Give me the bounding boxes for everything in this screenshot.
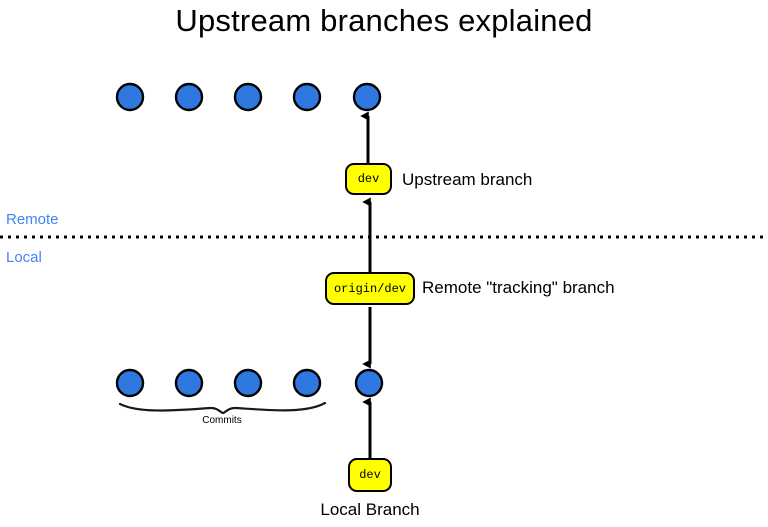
commits-brace [118, 401, 327, 415]
commit-node [233, 82, 263, 112]
tracking-branch-caption: Remote "tracking" branch [422, 278, 615, 297]
remote-commit-row [115, 82, 382, 112]
commit-node [174, 82, 204, 112]
local-branch-box[interactable]: dev [348, 458, 392, 492]
zone-label-local: Local [6, 249, 42, 266]
commit-node [115, 82, 145, 112]
upstream-branch-box[interactable]: dev [345, 163, 392, 195]
commit-node [292, 368, 322, 398]
tracking-branch-box[interactable]: origin/dev [325, 272, 415, 305]
page-title: Upstream branches explained [175, 3, 593, 38]
commit-node [292, 82, 322, 112]
commits-brace-label: Commits [202, 415, 242, 426]
upstream-branch-caption: Upstream branch [402, 170, 533, 189]
commit-node [233, 368, 263, 398]
commit-node-tip [352, 82, 382, 112]
commit-node [174, 368, 204, 398]
commit-node [115, 368, 145, 398]
local-branch-caption: Local Branch [320, 500, 420, 519]
commit-node-tip [354, 368, 384, 398]
local-commit-row [115, 368, 384, 398]
zone-label-remote: Remote [6, 211, 59, 228]
